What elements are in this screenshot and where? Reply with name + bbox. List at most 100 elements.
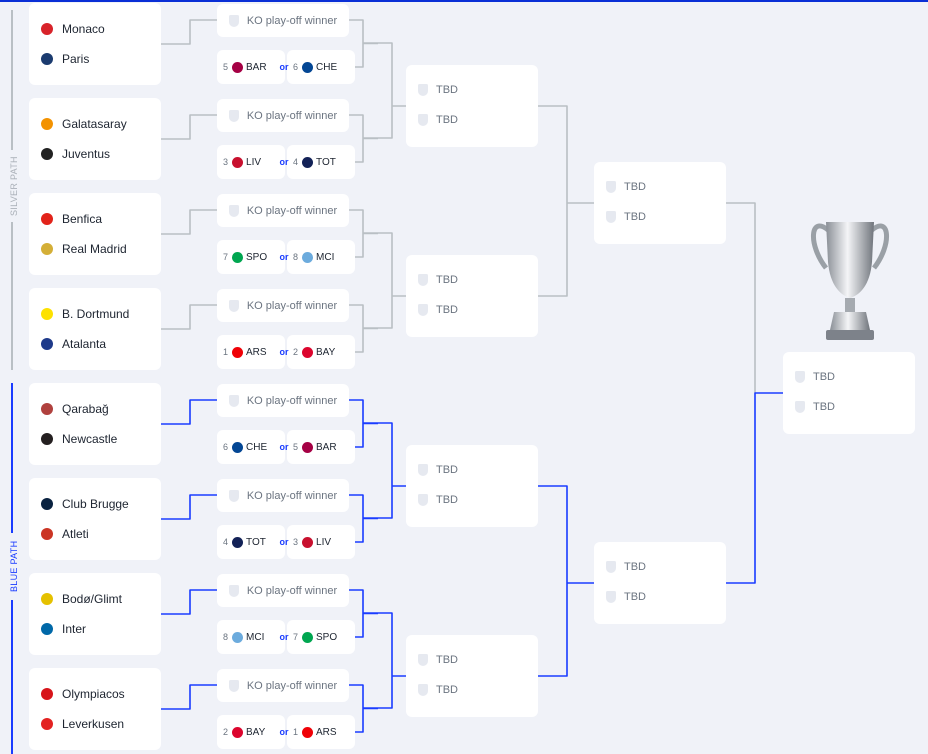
team-row[interactable]: Monaco bbox=[41, 22, 105, 36]
team-row[interactable]: Olympiacos bbox=[41, 687, 125, 701]
ko-label: KO play-off winner bbox=[246, 299, 338, 312]
tbd-slot: TBD bbox=[418, 84, 458, 96]
or-label: or bbox=[279, 62, 289, 72]
seed-number: 8 bbox=[223, 632, 229, 642]
shield-icon bbox=[418, 654, 428, 666]
club-code: BAY bbox=[246, 726, 266, 738]
shield-icon bbox=[228, 679, 239, 692]
shield-icon bbox=[606, 591, 616, 603]
tbd-label: TBD bbox=[436, 304, 458, 316]
ko-label: KO play-off winner bbox=[246, 394, 338, 407]
club-crest-icon bbox=[232, 441, 244, 453]
team-row[interactable]: Atleti bbox=[41, 527, 89, 541]
ko-playoff-winner-slot[interactable]: KO play-off winner bbox=[217, 669, 349, 702]
ko-label: KO play-off winner bbox=[246, 679, 338, 692]
playoff-option[interactable]: 1 ARS bbox=[287, 715, 355, 749]
seed-number: 1 bbox=[293, 727, 299, 737]
playoff-option[interactable]: 5 BAR bbox=[217, 50, 285, 84]
tbd-slot: TBD bbox=[795, 401, 835, 413]
seed-number: 6 bbox=[223, 442, 229, 452]
team-row[interactable]: Juventus bbox=[41, 147, 110, 161]
team-name: Bodø/Glimt bbox=[62, 592, 123, 606]
team-row[interactable]: Paris bbox=[41, 52, 89, 66]
team-row[interactable]: Qarabağ bbox=[41, 402, 109, 416]
ko-playoff-winner-slot[interactable]: KO play-off winner bbox=[217, 4, 349, 37]
shield-icon bbox=[418, 84, 428, 96]
team-name: Leverkusen bbox=[62, 717, 125, 731]
tbd-label: TBD bbox=[624, 211, 646, 223]
club-crest-icon bbox=[232, 61, 244, 73]
team-row[interactable]: Club Brugge bbox=[41, 497, 129, 511]
ko-playoff-winner-slot[interactable]: KO play-off winner bbox=[217, 289, 349, 322]
club-code: TOT bbox=[316, 156, 336, 168]
team-name: Inter bbox=[62, 622, 87, 636]
club-crest-icon bbox=[232, 156, 244, 168]
or-label: or bbox=[279, 632, 289, 642]
ko-playoff-winner-slot[interactable]: KO play-off winner bbox=[217, 194, 349, 227]
team-row[interactable]: Newcastle bbox=[41, 432, 117, 446]
tbd-slot: TBD bbox=[418, 494, 458, 506]
shield-icon bbox=[228, 584, 239, 597]
club-code: SPO bbox=[316, 631, 338, 643]
club-code: BAR bbox=[246, 61, 267, 73]
tbd-slot: TBD bbox=[418, 114, 458, 126]
tbd-label: TBD bbox=[436, 684, 458, 696]
team-row[interactable]: Inter bbox=[41, 622, 86, 636]
seed-number: 3 bbox=[223, 157, 229, 167]
ko-playoff-winner-slot[interactable]: KO play-off winner bbox=[217, 99, 349, 132]
team-row[interactable]: Leverkusen bbox=[41, 717, 124, 731]
team-crest-icon bbox=[41, 498, 53, 510]
tbd-slot: TBD bbox=[606, 211, 646, 223]
seed-number: 5 bbox=[223, 62, 229, 72]
ko-playoff-winner-slot[interactable]: KO play-off winner bbox=[217, 384, 349, 417]
club-code: BAY bbox=[316, 346, 336, 358]
shield-icon bbox=[228, 204, 239, 217]
team-name: Monaco bbox=[62, 22, 105, 36]
playoff-option[interactable]: 4 TOT bbox=[287, 145, 355, 179]
or-label: or bbox=[279, 252, 289, 262]
round-of-16-card[interactable]: TBD TBD bbox=[406, 65, 538, 147]
team-row[interactable]: Galatasaray bbox=[41, 117, 127, 131]
team-row[interactable]: Benfica bbox=[41, 212, 102, 226]
team-row[interactable]: Real Madrid bbox=[41, 242, 127, 256]
club-code: ARS bbox=[316, 726, 337, 738]
ko-playoff-winner-slot[interactable]: KO play-off winner bbox=[217, 479, 349, 512]
shield-icon bbox=[418, 304, 428, 316]
team-row[interactable]: Atalanta bbox=[41, 337, 106, 351]
ko-playoff-winner-slot[interactable]: KO play-off winner bbox=[217, 574, 349, 607]
team-crest-icon bbox=[41, 403, 53, 415]
team-row[interactable]: Bodø/Glimt bbox=[41, 592, 122, 606]
team-crest-icon bbox=[41, 148, 53, 160]
seed-number: 4 bbox=[293, 157, 299, 167]
shield-icon bbox=[228, 394, 239, 407]
team-row[interactable]: B. Dortmund bbox=[41, 307, 129, 321]
